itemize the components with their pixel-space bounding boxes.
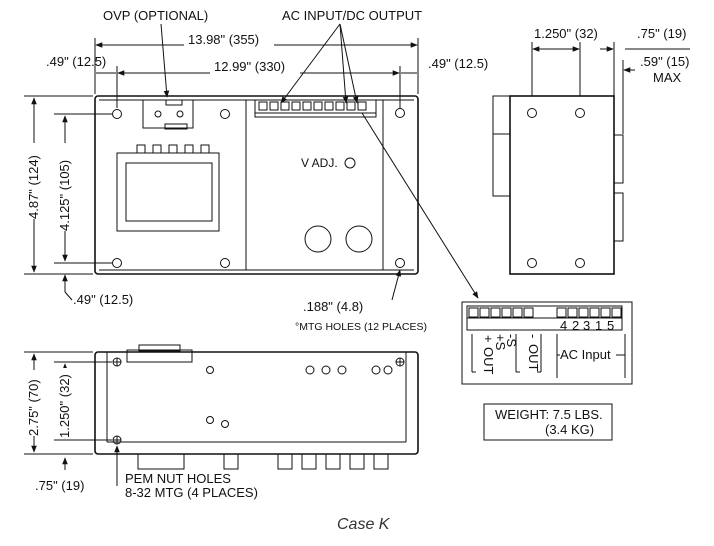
sense-minus-label: -S [504,334,519,347]
top-view-mounting-holes [112,108,405,268]
svg-text:12.99" (330): 12.99" (330) [214,59,285,74]
side-width-label: 1.250" (32) [534,26,598,41]
out-plus-label: OUT [481,347,496,375]
mtg-holes-label: °MTG HOLES (12 PLACES) [295,321,427,333]
side-protrusion-note: MAX [653,70,682,85]
ac-dc-callout: AC INPUT/DC OUTPUT [282,8,422,23]
front-bottom-label: .75" (19) [35,478,84,493]
svg-text:13.98" (355): 13.98" (355) [188,32,259,47]
ovp-module [142,99,194,130]
ac-input-label: AC Input [560,347,611,362]
top-view: V ADJ. [94,95,419,275]
v-adj-label: V ADJ. [301,156,338,170]
front-view [94,344,419,470]
board-terminal-block [254,99,377,118]
svg-text:4.87" (124): 4.87" (124) [26,155,41,219]
side-view-body [509,95,615,275]
figure-caption: Case K [337,516,391,533]
ovp-callout: OVP (OPTIONAL) [103,8,208,23]
weight-line-1: WEIGHT: 7.5 LBS. [495,407,603,422]
top-view-plate [94,95,419,275]
side-protrusion-label: .59" (15) [640,54,689,69]
ac-pin-1: 4 [560,318,567,333]
bottom-offset-label: .49" (12.5) [73,292,133,307]
ac-pin-5: 5 [607,318,614,333]
pem-label-2: 8-32 MTG (4 PLACES) [125,485,258,500]
side-view [492,95,624,275]
front-view-plate [94,351,419,455]
capacitor-right [345,225,373,253]
svg-text:1.250" (32): 1.250" (32) [57,374,72,438]
terminal-screws [466,305,623,331]
out-minus-label: OUT [526,344,541,372]
height-dimension: 4.87" (124) [24,95,93,275]
terminal-detail-box [461,301,633,385]
sense-plus-label: +S [493,334,508,351]
pem-label-1: PEM NUT HOLES [125,471,231,486]
transformer [116,144,220,232]
pem-nut-holes [112,357,405,445]
hole-span-dimension: 12.99" (330) [116,59,401,108]
front-height-dimension: 2.75" (70) [24,351,93,455]
weight-line-2: (3.4 KG) [545,422,594,437]
svg-text:4.125" (105): 4.125" (105) [57,160,72,231]
hole-height-dimension: 4.125" (105) [54,113,112,264]
weight-box: WEIGHT: 7.5 LBS. (3.4 KG) [483,403,613,441]
ac-pin-2: 2 [572,318,579,333]
right-offset-label: .49" (12.5) [428,56,488,71]
terminal-detail: + OUT +S -S - OUT 4 2 3 1 5 AC Input [461,301,633,385]
capacitor-left [304,225,332,253]
out-minus-sign: - [526,334,541,338]
overall-width-dimension: 13.98" (355) [94,32,419,94]
svg-text:2.75" (70): 2.75" (70) [26,379,41,436]
side-depth-label: .75" (19) [637,26,686,41]
v-adj-potentiometer[interactable] [344,157,356,169]
power-board [245,99,384,271]
ac-pin-3: 3 [583,318,590,333]
out-plus-sign: + [481,335,496,343]
front-hole-height-dimension: 1.250" (32) [54,361,112,441]
ac-pin-4: 1 [595,318,602,333]
left-offset-label: .49" (12.5) [46,54,106,69]
mtg-size-label: .188" (4.8) [303,299,363,314]
